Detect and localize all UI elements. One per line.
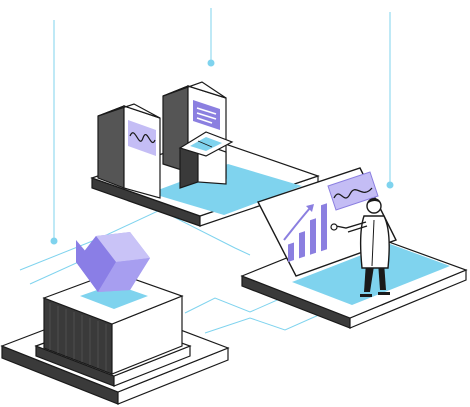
bar-chart-bar (321, 203, 327, 252)
kiosk-terminal-icon (178, 131, 234, 189)
bar-chart-bar (288, 242, 294, 262)
waveform-chart-icon (327, 171, 379, 211)
waveform-chart-icon (128, 120, 156, 156)
circuit-trace-4 (204, 309, 331, 334)
connector-dot-middle (207, 59, 215, 67)
server-screen-lines-icon (193, 100, 220, 130)
server-platform-floor (150, 164, 302, 215)
connector-dots (50, 59, 394, 245)
bar-chart-icon (288, 203, 327, 262)
server-rack-left (97, 103, 161, 199)
person-presenting-icon (330, 198, 390, 297)
connector-dot-left (50, 237, 58, 245)
isometric-cube-icon (76, 232, 150, 292)
bar-chart-bar (299, 231, 305, 259)
connector-lines (19, 8, 391, 334)
trend-arrow-icon (283, 204, 314, 241)
connector-dot-right (386, 181, 394, 189)
bar-chart-bar (310, 218, 316, 255)
